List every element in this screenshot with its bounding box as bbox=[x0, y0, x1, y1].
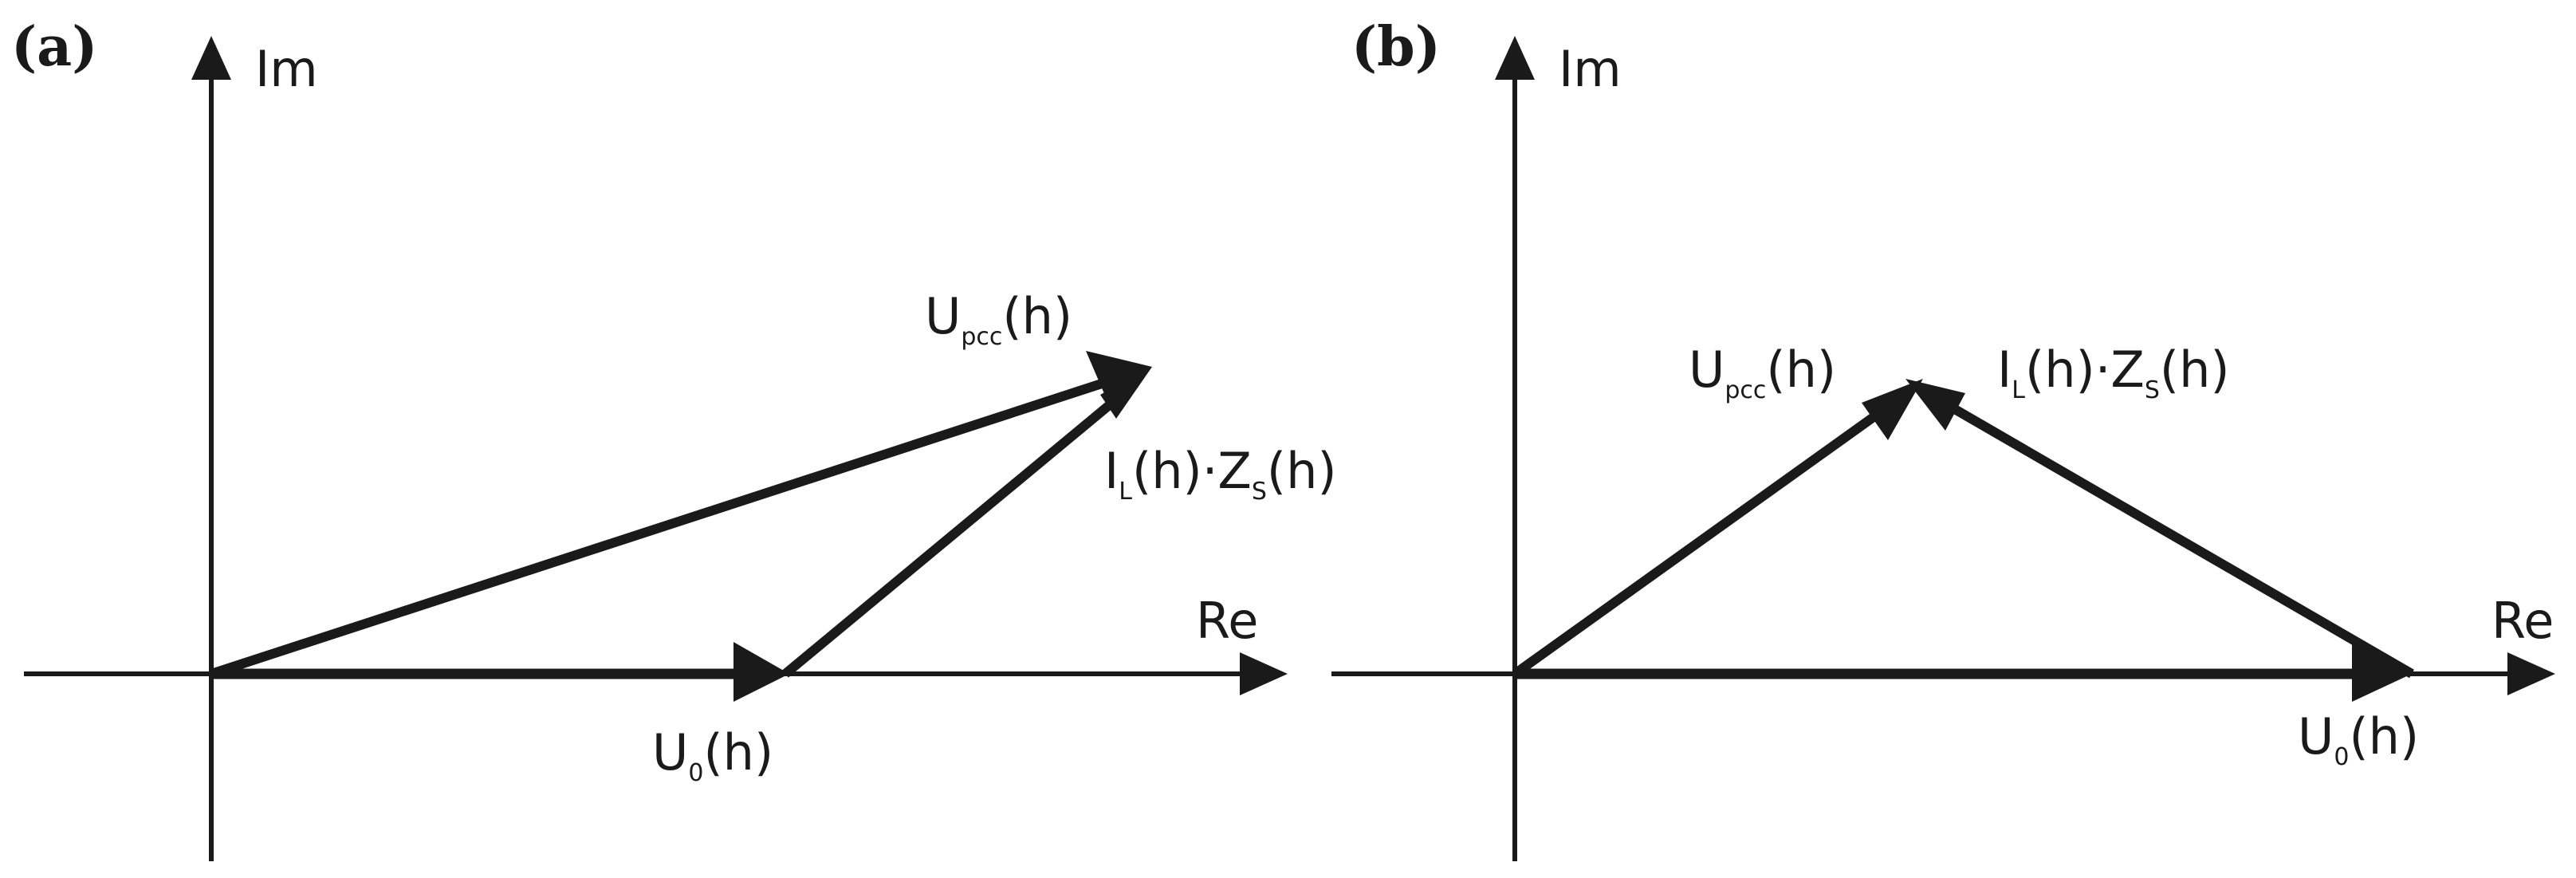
vector-upcc-b bbox=[1512, 399, 1897, 678]
panel-label-a: (a) bbox=[11, 15, 97, 79]
label-u0-b-tail: (h) bbox=[2349, 707, 2419, 766]
label-upcc-b-main: U bbox=[1689, 341, 1725, 399]
axis-label-im-b: Im bbox=[1559, 40, 1622, 98]
vector-upcc-arrowhead-b bbox=[1862, 379, 1923, 440]
panel-a: (a) Im Re Upcc(h) IL(h)·ZS(h) U0(h) bbox=[11, 15, 1337, 861]
vector-u0-arrowhead-b bbox=[2352, 642, 2412, 702]
axis-label-im-a: Im bbox=[255, 40, 318, 98]
label-ilzs-a: IL(h)·ZS(h) bbox=[1104, 442, 1337, 506]
label-upcc-b-tail: (h) bbox=[1766, 341, 1836, 399]
vector-ilzs-a bbox=[782, 399, 1115, 678]
axis-label-re-b: Re bbox=[2491, 592, 2554, 650]
label-ilzs-b-mid: (h)·Z bbox=[2025, 341, 2145, 399]
label-upcc-a-tail: (h) bbox=[1002, 287, 1072, 345]
label-ilzs-b: IL(h)·ZS(h) bbox=[1997, 341, 2230, 404]
label-u0-b-sub: 0 bbox=[2334, 743, 2349, 771]
axis-im-arrow-b bbox=[1495, 36, 1535, 80]
label-upcc-a-main: U bbox=[925, 287, 961, 345]
axis-label-re-a: Re bbox=[1196, 592, 1258, 650]
vector-ilzs-arrowhead-a bbox=[1100, 367, 1152, 419]
label-upcc-b: Upcc(h) bbox=[1689, 341, 1836, 404]
label-ilzs-b-tail: (h) bbox=[2160, 341, 2230, 399]
panel-label-b: (b) bbox=[1351, 15, 1441, 79]
label-u0-a: U0(h) bbox=[652, 723, 773, 787]
label-upcc-a: Upcc(h) bbox=[925, 287, 1072, 351]
vector-ilzs-arrowhead-b bbox=[1905, 379, 1965, 431]
label-ilzs-b-sub2: S bbox=[2145, 376, 2160, 404]
label-ilzs-b-sub1: L bbox=[2012, 376, 2025, 404]
label-u0-a-main: U bbox=[652, 723, 688, 782]
axis-re-arrow-a bbox=[1240, 652, 1288, 695]
vector-upcc-a bbox=[210, 378, 1106, 679]
label-ilzs-a-sub1: L bbox=[1119, 478, 1132, 506]
label-ilzs-a-main1: I bbox=[1104, 442, 1119, 500]
label-upcc-b-sub: pcc bbox=[1725, 376, 1766, 404]
label-u0-b-main: U bbox=[2298, 707, 2334, 766]
label-u0-b: U0(h) bbox=[2298, 707, 2419, 771]
axis-im-arrow-a bbox=[191, 36, 231, 80]
label-ilzs-a-mid: (h)·Z bbox=[1132, 442, 1252, 500]
panel-b: (b) Im Re Upcc(h) IL(h)·ZS(h) U0(h) bbox=[1331, 15, 2555, 861]
vector-upcc-arrowhead-a bbox=[1086, 351, 1152, 407]
label-u0-a-sub: 0 bbox=[688, 759, 703, 787]
label-ilzs-a-tail: (h) bbox=[1267, 442, 1337, 500]
label-ilzs-a-sub2: S bbox=[1252, 478, 1267, 506]
axis-re-arrow-b bbox=[2507, 652, 2555, 695]
label-ilzs-b-main1: I bbox=[1997, 341, 2012, 399]
vector-ilzs-b bbox=[1950, 404, 2415, 679]
vector-u0-arrowhead-a bbox=[733, 642, 789, 702]
label-upcc-a-sub: pcc bbox=[961, 323, 1002, 351]
label-u0-a-tail: (h) bbox=[703, 723, 773, 782]
